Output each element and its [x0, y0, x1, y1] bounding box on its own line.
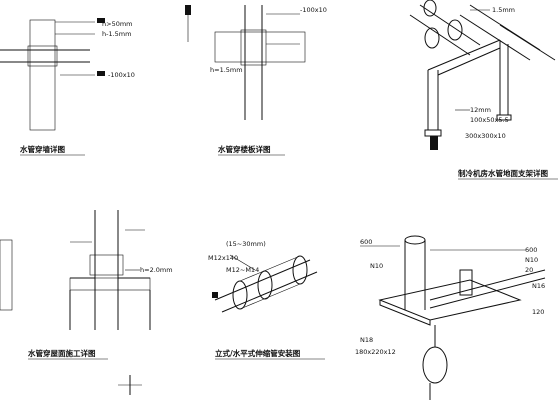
label-gap: (15~30mm)	[226, 240, 266, 248]
label-120: 120	[532, 308, 544, 316]
flange-right	[292, 255, 308, 285]
floor-slab	[214, 31, 306, 63]
label-plate: -100x10	[108, 71, 135, 79]
pipe-top-cap	[404, 235, 426, 245]
spring-hanger	[422, 346, 448, 384]
label-h-1-5-floor: h=1.5mm	[210, 66, 243, 74]
label-n18: N18	[360, 336, 373, 344]
label-1-5mm: 1.5mm	[492, 6, 515, 14]
roof-penetration-detail: h=2.0mm 水管穿屋面施工详图	[0, 210, 173, 360]
label-600-left: 600	[360, 238, 372, 246]
label-bolt-range: M12~M14	[226, 266, 259, 274]
anchor-support-detail: 600 600 N10 N10 20 N16 N18 120 180x220x1…	[355, 235, 545, 400]
label-n10-left: N10	[370, 262, 383, 270]
support-frame	[427, 39, 509, 130]
label-bolt-m12: M12x140	[208, 254, 238, 262]
label-h-1-5: h-1.5mm	[102, 30, 131, 38]
label-plate-180: 180x220x12	[355, 348, 396, 356]
label-h-gt-50: h>50mm	[102, 20, 133, 28]
base-plate	[378, 279, 522, 321]
flange-mid	[257, 270, 273, 300]
label-n10-right: N10	[525, 256, 538, 264]
wall-penetration-detail: h>50mm h-1.5mm -100x10 水管穿墙详图	[0, 18, 135, 156]
label-20: 20	[525, 266, 533, 274]
roof-sleeve	[89, 254, 124, 276]
floor-sleeve	[240, 29, 267, 66]
label-plate-300: 300x300x10	[465, 132, 506, 140]
caption-expansion-joint: 立式/水平式伸缩管安装图	[215, 348, 301, 358]
caption-floor-support: 制冷机房水管地面支架详图	[458, 168, 548, 178]
expansion-joint-detail: (15~30mm) M12x140 M12~M14 立式/水平式伸缩管安装图	[208, 240, 325, 360]
wall-section	[29, 19, 56, 131]
caption-roof-penetration: 水管穿屋面施工详图	[28, 348, 96, 358]
label-n16: N16	[532, 282, 545, 290]
pipe-sleeve	[27, 45, 58, 67]
floor-penetration-detail: -100x10 h=1.5mm 水管穿楼板详图	[185, 5, 327, 156]
caption-wall-penetration: 水管穿墙详图	[20, 144, 65, 154]
label-600-right: 600	[525, 246, 537, 254]
base-plate-right	[496, 114, 512, 121]
base-plate-left	[424, 129, 442, 137]
caption-floor-penetration: 水管穿楼板详图	[218, 144, 271, 154]
label-12mm: 12mm	[470, 106, 491, 114]
pipe-floor-support-detail: 1.5mm 12mm 100x50x5.5 300x300x10 制冷机房水管地…	[409, 0, 558, 180]
gusset	[459, 269, 473, 296]
label-channel: 100x50x5.5	[470, 116, 509, 124]
label-floor-plate: -100x10	[300, 6, 327, 14]
pipe-end-2	[447, 19, 463, 41]
roof-slab	[69, 277, 151, 291]
pipe-end-1	[424, 27, 440, 49]
label-h-2-0: h=2.0mm	[140, 266, 173, 274]
